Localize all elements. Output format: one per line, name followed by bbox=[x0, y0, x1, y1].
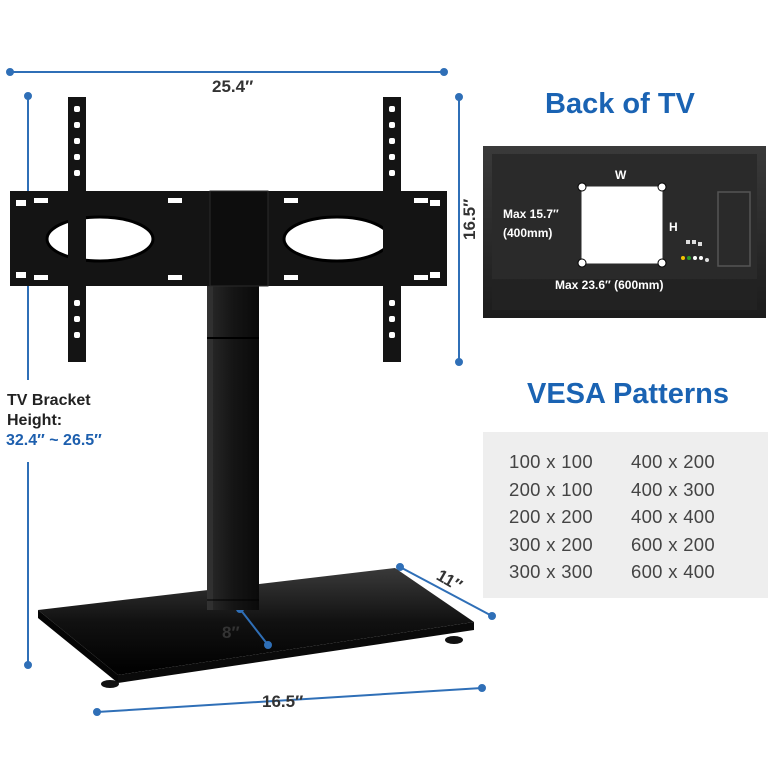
tv-bracket-height-label: TV Bracket Height: bbox=[7, 391, 91, 431]
vesa-left-column: 100 x 100 200 x 100 200 x 200 300 x 200 … bbox=[509, 448, 593, 586]
bracket-label-line2: Height: bbox=[7, 412, 63, 429]
bracket-height-dimension bbox=[455, 93, 463, 366]
bracket-width-dimension bbox=[6, 68, 448, 76]
vesa-item: 400 x 300 bbox=[631, 478, 715, 500]
vesa-patterns-table: 100 x 100 200 x 100 200 x 200 300 x 200 … bbox=[483, 432, 768, 598]
pillar-depth-label: 8″ bbox=[222, 623, 240, 642]
vesa-item: 300 x 200 bbox=[509, 533, 593, 555]
tv-back-panel bbox=[483, 146, 766, 318]
right-bracket-arm bbox=[383, 97, 401, 362]
left-bracket-arm bbox=[68, 97, 86, 362]
vesa-item: 200 x 100 bbox=[509, 478, 593, 500]
max-height-mm-text: (400mm) bbox=[503, 226, 553, 240]
bracket-height-label: 16.5″ bbox=[460, 198, 479, 240]
vesa-item: 400 x 200 bbox=[631, 451, 715, 472]
bracket-label-line1: TV Bracket bbox=[7, 392, 91, 409]
back-of-tv-title: Back of TV bbox=[545, 88, 695, 120]
vesa-item: 100 x 100 bbox=[509, 451, 593, 472]
max-width-text: Max 23.6″ (600mm) bbox=[555, 278, 664, 292]
vesa-item: 600 x 400 bbox=[631, 561, 715, 582]
base-width-dimension bbox=[93, 684, 486, 716]
vesa-item: 200 x 200 bbox=[509, 506, 593, 527]
vesa-right-column: 400 x 200 400 x 300 400 x 400 600 x 200 … bbox=[631, 448, 715, 586]
stand-pillar bbox=[207, 285, 259, 610]
vesa-patterns-title: VESA Patterns bbox=[527, 378, 729, 410]
bracket-width-label: 25.4″ bbox=[212, 77, 254, 96]
glass-base bbox=[38, 568, 474, 688]
vesa-height-label: H bbox=[669, 220, 678, 234]
tv-bracket-height-range: 32.4″ ~ 26.5″ bbox=[6, 432, 102, 449]
stand-height-dimension bbox=[24, 92, 32, 669]
base-depth-dimension bbox=[396, 563, 496, 620]
base-width-label: 16.5″ bbox=[262, 692, 304, 711]
vesa-item: 300 x 300 bbox=[509, 561, 593, 582]
vesa-item: 400 x 400 bbox=[631, 506, 715, 527]
vesa-item: 600 x 200 bbox=[631, 533, 715, 555]
vesa-width-label: W bbox=[615, 168, 627, 182]
max-height-text: Max 15.7″ bbox=[503, 207, 559, 221]
